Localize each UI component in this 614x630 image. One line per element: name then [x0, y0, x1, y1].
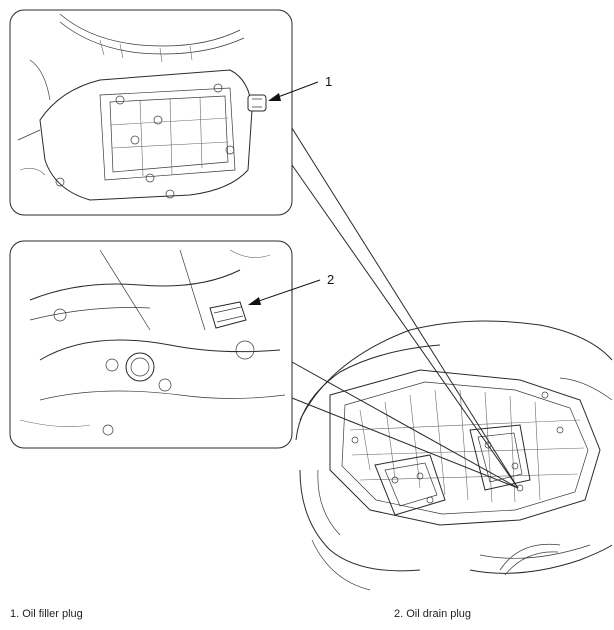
callout-1-number: 1 [325, 74, 332, 89]
inset-drain-plug: 2 [9, 240, 334, 449]
inset-filler-plug: 1 [9, 9, 332, 216]
callout-2-number: 2 [327, 272, 334, 287]
legend-oil-drain-plug: 2. Oil drain plug [394, 608, 472, 620]
legend-oil-filler-plug: 1. Oil filler plug [10, 608, 83, 620]
inset-leader-lines [289, 124, 519, 489]
vehicle-underside-view [295, 320, 613, 591]
